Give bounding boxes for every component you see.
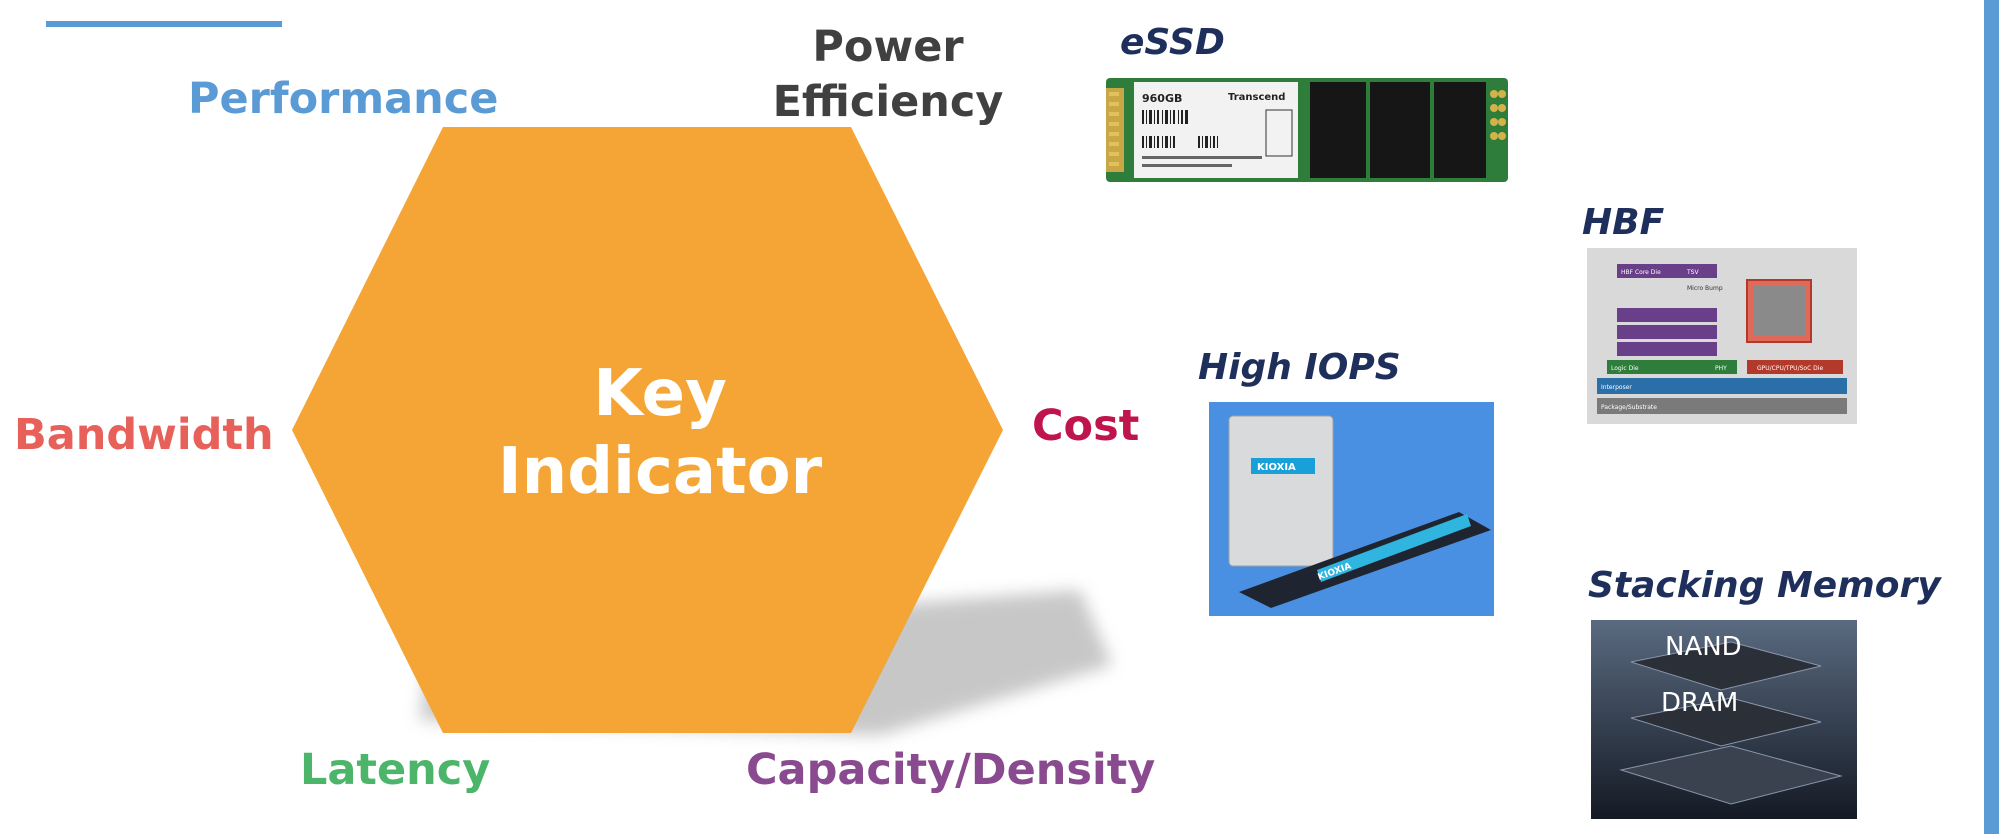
- top-accent-line: [46, 21, 282, 27]
- hbf-phy-label: PHY: [1715, 365, 1727, 372]
- hbf-core-die-label: HBF Core Die: [1621, 269, 1661, 276]
- iops-brand-label-1: KIOXIA: [1257, 462, 1296, 473]
- hbf-substrate-label: Package/Substrate: [1601, 404, 1657, 411]
- key-indicator-line1: Key: [593, 357, 727, 431]
- indicator-power-efficiency: Power Efficiency: [748, 20, 1028, 130]
- product-title-hbf: HBF: [1582, 202, 1665, 243]
- key-indicator-line2: Indicator: [497, 435, 823, 509]
- key-indicator-hexagon: [292, 127, 1003, 733]
- essd-brand-label: Transcend: [1228, 92, 1285, 103]
- essd-illustration: 960GB Transcend: [1106, 78, 1508, 182]
- product-title-essd: eSSD: [1120, 22, 1225, 63]
- hbf-interposer-label: Interposer: [1601, 384, 1632, 391]
- essd-capacity-label: 960GB: [1142, 92, 1182, 105]
- indicator-latency: Latency: [300, 745, 491, 795]
- stacking-nand-label: NAND: [1665, 632, 1742, 662]
- indicator-capacity-density: Capacity/Density: [746, 745, 1156, 795]
- stacking-memory-illustration: [1591, 620, 1857, 819]
- indicator-power-line2: Efficiency: [772, 77, 1004, 127]
- hbf-tsv-label: TSV: [1686, 269, 1699, 276]
- stacking-memory-image: NAND DRAM: [1591, 620, 1857, 819]
- hbf-illustration: HBF Core Die TSV Micro Bump Logic Die PH…: [1587, 248, 1857, 424]
- product-title-stacking-memory: Stacking Memory: [1588, 565, 1941, 606]
- right-accent-bar: [1984, 0, 1999, 834]
- indicator-power-line1: Power: [812, 22, 964, 72]
- stacking-dram-label: DRAM: [1661, 688, 1739, 718]
- hbf-diagram-image: HBF Core Die TSV Micro Bump Logic Die PH…: [1587, 248, 1857, 424]
- hbf-micro-bump-label: Micro Bump: [1687, 285, 1723, 292]
- indicator-cost: Cost: [1032, 401, 1140, 451]
- indicator-performance: Performance: [188, 74, 499, 124]
- essd-image: 960GB Transcend: [1106, 74, 1508, 186]
- indicator-bandwidth: Bandwidth: [14, 410, 274, 460]
- hbf-host-die-label: GPU/CPU/TPU/SoC Die: [1757, 365, 1823, 372]
- high-iops-illustration: KIOXIA KIOXIA: [1209, 402, 1494, 616]
- product-title-high-iops: High IOPS: [1198, 347, 1401, 388]
- high-iops-image: KIOXIA KIOXIA: [1209, 402, 1494, 616]
- key-indicator-title: Key Indicator: [460, 355, 860, 511]
- hbf-logic-die-label: Logic Die: [1611, 365, 1639, 372]
